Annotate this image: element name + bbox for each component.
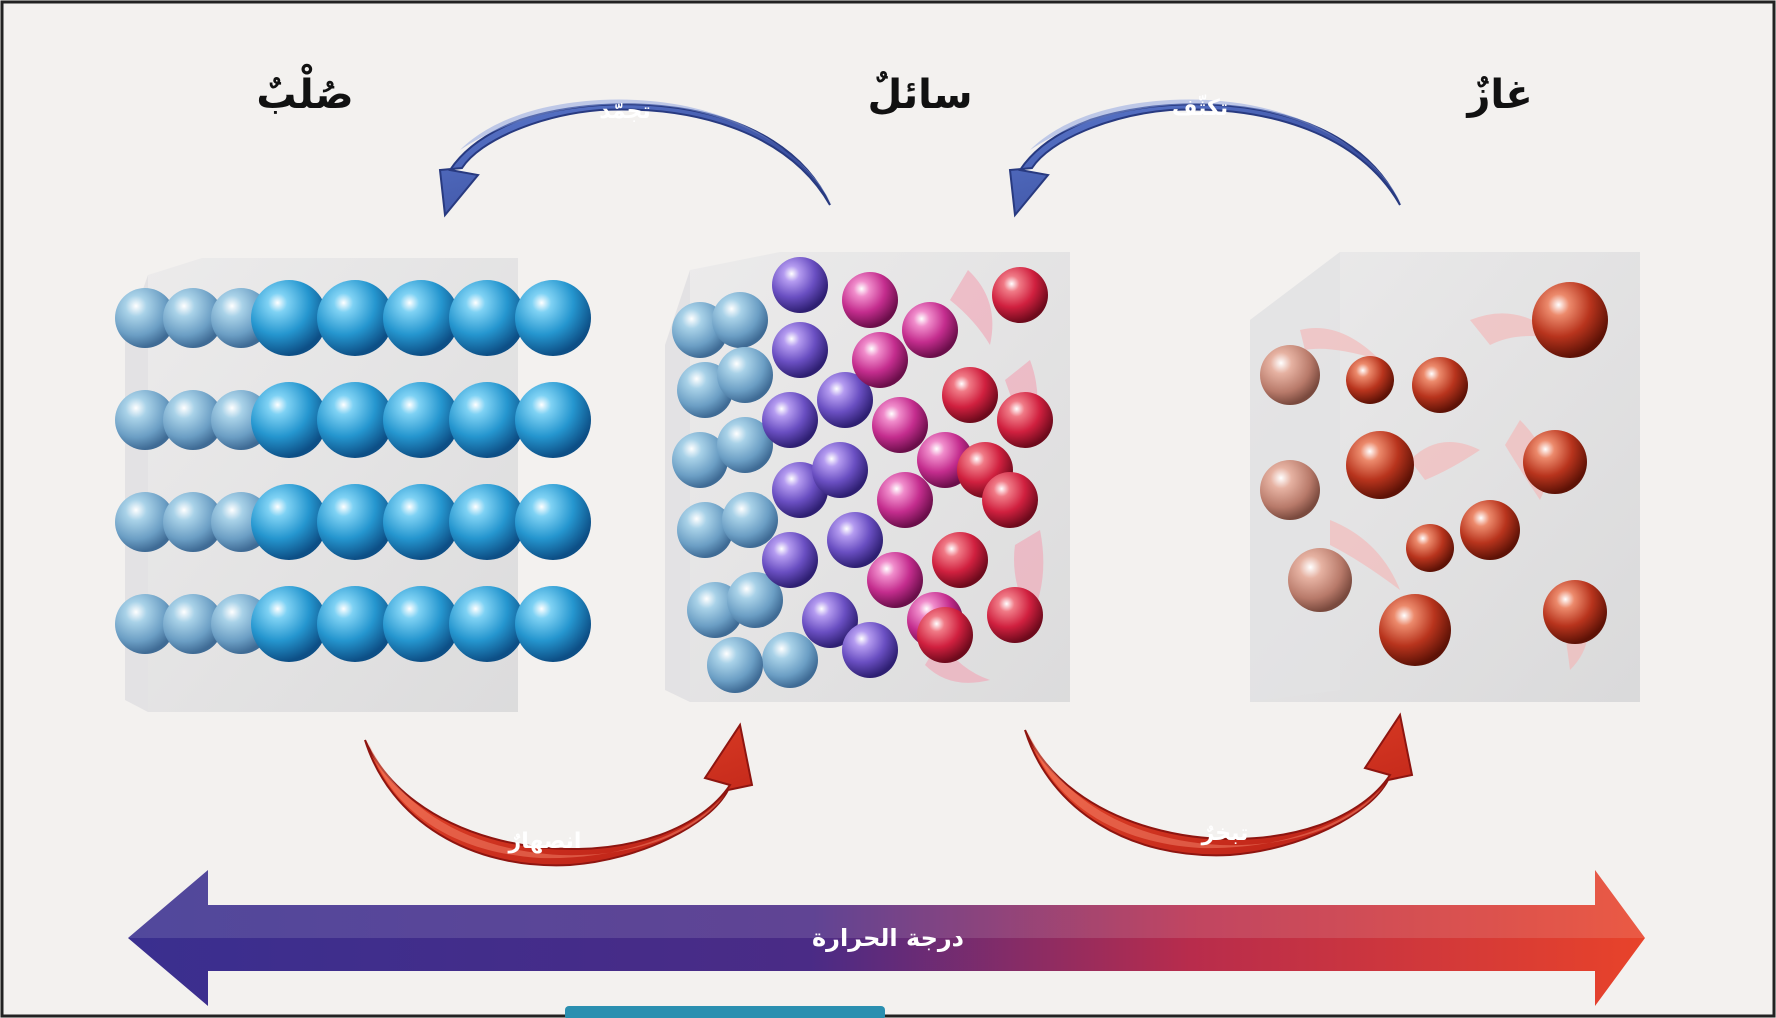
liquid-particle (867, 552, 923, 608)
liquid-label: سائلٌ (867, 70, 972, 118)
gas-particle (1543, 580, 1607, 644)
solid-particle (515, 280, 591, 356)
liquid-particle (932, 532, 988, 588)
liquid-particle (762, 532, 818, 588)
gas-particle (1412, 357, 1468, 413)
solid-particle (449, 484, 525, 560)
liquid-particle (872, 397, 928, 453)
solid-particle (383, 586, 459, 662)
solid-particle (449, 586, 525, 662)
evaporation-label: تبخرٌ (1201, 821, 1249, 846)
liquid-particle (852, 332, 908, 388)
gas-particle (1523, 430, 1587, 494)
liquid-particle (717, 347, 773, 403)
gas-particle (1346, 356, 1394, 404)
liquid-particle (772, 257, 828, 313)
liquid-particle (762, 632, 818, 688)
solid-particle (515, 586, 591, 662)
liquid-particle (827, 512, 883, 568)
solid-particle (317, 280, 393, 356)
gas-particle (1532, 282, 1608, 358)
freezing-label: تجمّد (599, 99, 651, 124)
liquid-particle (712, 292, 768, 348)
solid-particle (515, 484, 591, 560)
liquid-particle (722, 492, 778, 548)
liquid-particle (762, 392, 818, 448)
liquid-particle (842, 622, 898, 678)
temperature-axis: درجة الحرارة (128, 870, 1645, 1006)
gas-particle (1288, 548, 1352, 612)
condensation-arrow: تكثّف (1010, 94, 1402, 215)
gas-particle (1346, 431, 1414, 499)
evaporation-arrow: تبخرٌ (1025, 715, 1412, 855)
gas-particle (1379, 594, 1451, 666)
solid-particle (317, 586, 393, 662)
melting-arrow: انصهارٌ (365, 725, 752, 865)
solid-particle (251, 280, 327, 356)
solid-particle (515, 382, 591, 458)
solid-particle (251, 382, 327, 458)
liquid-particle (942, 367, 998, 423)
solid-particle (251, 484, 327, 560)
solid-box (115, 258, 591, 712)
liquid-particle (982, 472, 1038, 528)
solid-particle (317, 484, 393, 560)
liquid-particle (842, 272, 898, 328)
gas-particle (1460, 500, 1520, 560)
liquid-particle (997, 392, 1053, 448)
liquid-particle (917, 607, 973, 663)
gas-particle (1260, 460, 1320, 520)
solid-particle (449, 382, 525, 458)
gas-particle (1406, 524, 1454, 572)
liquid-particle (877, 472, 933, 528)
temperature-axis-label: درجة الحرارة (812, 924, 964, 952)
solid-particle (317, 382, 393, 458)
gas-label: غازٌ (1465, 72, 1532, 118)
liquid-particle (812, 442, 868, 498)
liquid-particle (707, 637, 763, 693)
liquid-box (665, 252, 1070, 702)
melting-label: انصهارٌ (508, 829, 582, 854)
solid-particle (383, 280, 459, 356)
solid-particle (251, 586, 327, 662)
liquid-particle (772, 322, 828, 378)
solid-particle (383, 484, 459, 560)
liquid-particle (987, 587, 1043, 643)
gas-particle (1260, 345, 1320, 405)
liquid-particle (902, 302, 958, 358)
solid-particle (383, 382, 459, 458)
freezing-arrow: تجمّد (440, 99, 832, 215)
solid-particle (449, 280, 525, 356)
gas-box (1250, 252, 1640, 702)
solid-label: صُلْبٌ (256, 64, 353, 118)
condensation-label: تكثّف (1172, 94, 1228, 121)
liquid-particle (992, 267, 1048, 323)
bottom-tab-fragment (565, 1006, 885, 1018)
